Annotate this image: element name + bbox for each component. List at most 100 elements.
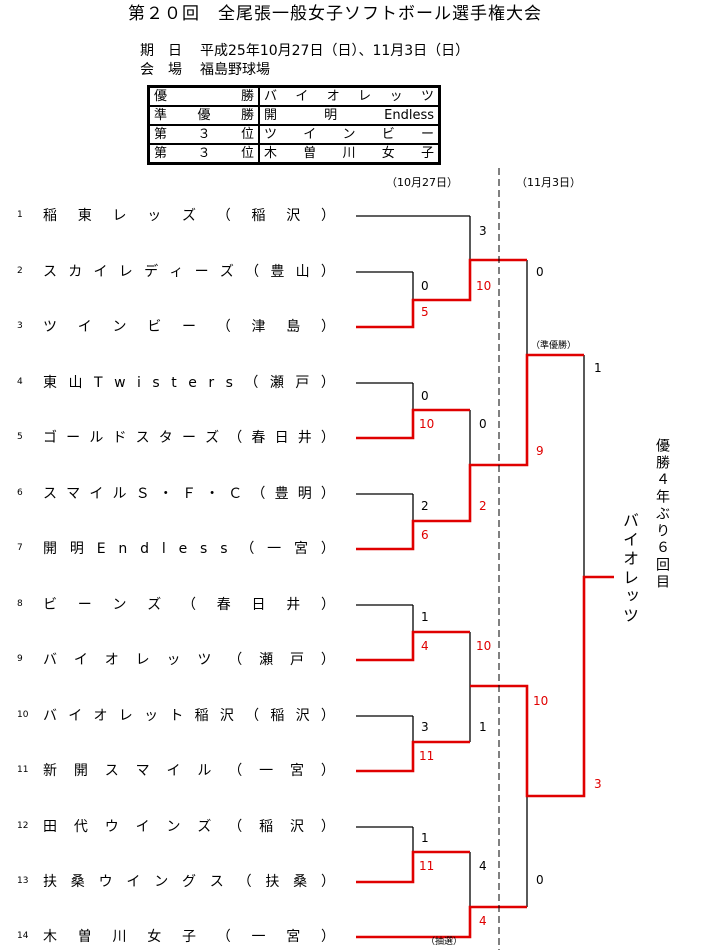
char: ）	[320, 652, 335, 668]
char: 豊	[274, 486, 289, 502]
char: （	[228, 652, 243, 668]
venue-value: 福島野球場	[200, 62, 270, 78]
result-team-text: バイオレッツ	[264, 88, 434, 105]
score-r2: 4	[479, 859, 487, 873]
char: （	[228, 819, 243, 835]
char: オ	[93, 708, 108, 724]
char: （	[216, 208, 231, 224]
score-sf: 9	[536, 444, 544, 458]
char: 山	[68, 375, 83, 391]
team-number: 8	[17, 599, 23, 609]
char: ズ	[147, 597, 162, 613]
char: ズ	[205, 430, 220, 446]
char: イ	[77, 319, 92, 335]
char: ン	[112, 597, 127, 613]
char: オ	[326, 89, 340, 104]
team-number: 3	[17, 321, 23, 331]
char: （	[182, 597, 196, 613]
win-path	[356, 408, 470, 440]
char: ル	[197, 763, 212, 779]
char: レ	[112, 208, 127, 224]
char: Ｃ	[228, 486, 243, 502]
char: ）	[320, 819, 335, 835]
char: レ	[358, 89, 372, 104]
char: バ	[43, 652, 57, 668]
char: 島	[286, 319, 301, 335]
char: s	[220, 541, 228, 557]
page-title: 第２０回 全尾張一般女子ソフトボール選手権大会	[128, 4, 542, 24]
char: 日	[251, 597, 266, 613]
char: 開	[73, 763, 88, 779]
char: ズ	[182, 208, 196, 224]
team-number: 11	[17, 765, 29, 775]
char: 稲	[43, 208, 57, 224]
char: 沢	[219, 708, 234, 724]
score-r1: 1	[421, 831, 429, 845]
team-name: 稲東レッズ（稲沢）	[43, 206, 335, 226]
venue-label: 会 場	[140, 62, 182, 78]
char: ）	[320, 375, 335, 391]
result-place-text: 準優勝	[154, 107, 254, 124]
char: 曽	[77, 929, 92, 945]
char: 明	[324, 108, 338, 123]
char: 井	[286, 597, 301, 613]
char: （	[237, 874, 252, 890]
char: ン	[112, 319, 127, 335]
result-place: 準優勝	[149, 106, 259, 125]
score-final: 3	[594, 777, 602, 791]
team-name: ツインビー（津島）	[43, 317, 335, 337]
char: ウ	[104, 819, 119, 835]
char: s	[200, 541, 208, 557]
char: マ	[66, 486, 81, 502]
char: ー	[181, 430, 196, 446]
char: ス	[104, 763, 119, 779]
team-name: バイオレッツ（瀬戸）	[43, 650, 335, 670]
char: ３	[197, 127, 211, 142]
score-r2: 0	[479, 417, 487, 431]
char: レ	[135, 652, 150, 668]
team-name: 新開スマイル（一宮）	[43, 761, 335, 781]
char: 稲	[251, 208, 266, 224]
team-number: 7	[17, 543, 23, 553]
char: 子	[182, 929, 196, 945]
char: ）	[320, 264, 335, 280]
char: タ	[158, 430, 173, 446]
char: 宮	[290, 763, 304, 779]
score-r1: 0	[421, 389, 429, 403]
char: ス	[209, 874, 224, 890]
score-r1: 3	[421, 720, 429, 734]
char: 曽	[303, 146, 317, 161]
char: マ	[135, 763, 150, 779]
char: ズ	[219, 264, 234, 280]
char: w	[114, 375, 126, 391]
char: （	[228, 763, 243, 779]
char: s	[152, 375, 160, 391]
char: 優	[154, 89, 168, 104]
char: 子	[420, 146, 434, 161]
char: 稲	[259, 819, 274, 835]
result-team-text: ツインビー	[264, 126, 434, 143]
team-number: 12	[17, 821, 29, 831]
team-number: 10	[17, 710, 29, 720]
char: ゴ	[43, 430, 57, 446]
lottery-note: （抽選）	[426, 937, 463, 947]
char: 勝	[240, 108, 254, 123]
result-team: バイオレッツ	[259, 87, 439, 106]
score-r1: 5	[421, 305, 429, 319]
char: t	[171, 375, 177, 391]
team-number: 9	[17, 654, 23, 664]
char: ）	[320, 486, 335, 502]
score-r1: 2	[421, 499, 429, 513]
char: 新	[43, 763, 57, 779]
char: s	[225, 375, 233, 391]
char: 勝	[240, 89, 254, 104]
char: ビ	[43, 597, 57, 613]
char: 津	[251, 319, 266, 335]
team-name: 木曽川女子（一宮）	[43, 927, 335, 947]
char: イ	[135, 819, 150, 835]
char: ）	[320, 541, 335, 557]
char: ）	[321, 597, 335, 613]
